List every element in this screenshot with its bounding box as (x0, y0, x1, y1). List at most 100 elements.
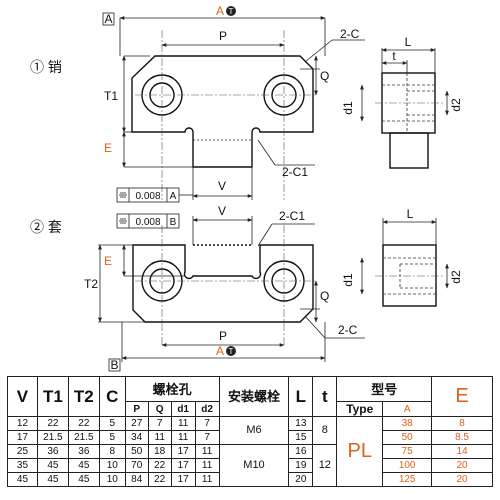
view1-label: ① 销 (30, 59, 62, 75)
view2-label: ② 套 (30, 219, 62, 235)
tol2-value: 0.008 (135, 217, 160, 228)
dim-e-label-1: E (104, 141, 112, 155)
dim-e-label-2: E (104, 254, 112, 268)
cell-l: 20 (288, 472, 314, 487)
dim-q-label-2: Q (320, 289, 329, 303)
cell-p: 34 (124, 430, 149, 445)
cell-c: 10 (98, 458, 126, 473)
cell-t1: 21.5 (36, 430, 69, 445)
cell-v: 17 (7, 430, 38, 445)
cell-t: 12 (312, 444, 338, 487)
cell-mount-bolt: M10 (218, 444, 290, 487)
cell-q: 11 (147, 430, 172, 445)
table-row: 25 36 36 8 50 18 17 11 M10 16 12 75 14 (7, 444, 493, 487)
tol1-ref: A (170, 191, 177, 202)
dim-l-label-2: L (407, 207, 414, 221)
dim-l-label-1: L (405, 35, 412, 49)
chamfer-c-label-1: 2-C (340, 27, 360, 41)
bushing-side-view (375, 244, 445, 307)
cell-e: 8 (431, 416, 493, 431)
cell-v: 25 (7, 444, 38, 459)
cell-d1: 17 (170, 444, 196, 459)
dim-d2-label-2: d2 (449, 270, 463, 284)
dim-a-marker: T (229, 7, 234, 16)
cell-d1: 17 (170, 458, 196, 473)
cell-l: 19 (288, 458, 314, 473)
cell-q: 22 (147, 458, 172, 473)
header-v: V (7, 376, 38, 417)
header-mount-bolt: 安装螺栓 (218, 376, 290, 417)
tolerance-frame-2: 0.008 B (116, 213, 180, 229)
cell-v: 45 (7, 472, 38, 487)
dim-q-label-1: Q (320, 69, 329, 83)
cell-d2: 7 (194, 430, 220, 445)
dim-t2-label: T2 (84, 277, 98, 291)
cell-a: 50 (382, 430, 433, 445)
cell-e: 20 (431, 472, 493, 487)
cell-v: 12 (7, 416, 38, 431)
cell-d2: 11 (194, 458, 220, 473)
cell-a: 38 (382, 416, 433, 431)
cell-p: 50 (124, 444, 149, 459)
bushing-front-view (132, 225, 315, 345)
cell-l: 15 (288, 430, 314, 445)
header-type: Type (336, 401, 384, 417)
table-header-row-2: P Q d1 d2 Type A (8, 401, 493, 417)
cell-v: 35 (7, 458, 38, 473)
cell-c: 5 (98, 430, 126, 445)
cell-e: 14 (431, 444, 493, 459)
cell-t2: 45 (67, 472, 100, 487)
cell-d2: 7 (194, 416, 220, 431)
dim-a-marker-badge (226, 6, 236, 16)
header-q: Q (147, 401, 172, 417)
cell-a: 125 (382, 472, 433, 487)
dim-v-label-1: V (218, 179, 226, 193)
cell-t1: 36 (36, 444, 69, 459)
table-row: 45 45 45 10 84 22 17 11 20 125 20 (7, 472, 493, 487)
header-e: E (431, 376, 493, 417)
dim-a-marker-2: T (229, 347, 234, 356)
pin-side-view (375, 72, 445, 169)
dim-p-label-2: P (219, 329, 227, 343)
technical-drawing: A A T P 2-C Q T1 E V 2-C1 0.008 A ① 销 (30, 4, 463, 372)
cell-t2: 21.5 (67, 430, 100, 445)
header-d1: d1 (170, 401, 196, 417)
dim-d1-label-1: d1 (341, 101, 355, 115)
cell-a: 100 (382, 458, 433, 473)
spec-table: V T1 T2 C 螺栓孔 安装螺栓 L t 型号 E P Q d1 d2 Ty… (7, 376, 493, 487)
chamfer-c1-label-2: 2-C1 (279, 209, 305, 223)
cell-t: 8 (312, 416, 338, 445)
cell-c: 5 (98, 416, 126, 431)
cell-t2: 22 (67, 416, 100, 431)
cell-d1: 11 (170, 416, 196, 431)
chamfer-c1-label-1: 2-C1 (282, 165, 308, 179)
tolerance-frame-1: 0.008 A (116, 187, 193, 203)
cell-d2: 11 (194, 472, 220, 487)
cell-d1: 17 (170, 472, 196, 487)
table-header-row-1: V T1 T2 C 螺栓孔 安装螺栓 L t 型号 E (7, 376, 493, 417)
cell-q: 18 (147, 444, 172, 459)
table-row: 12 22 22 5 27 7 11 7 M6 13 8 PL 38 8 (7, 416, 493, 487)
cell-t2: 36 (67, 444, 100, 459)
header-l: L (288, 376, 314, 417)
dim-d1-label-2: d1 (341, 273, 355, 287)
tol1-value: 0.008 (135, 191, 160, 202)
cell-q: 22 (147, 472, 172, 487)
cell-l: 13 (288, 416, 314, 431)
cell-p: 70 (124, 458, 149, 473)
header-d2: d2 (194, 401, 220, 417)
header-t1: T1 (36, 376, 69, 417)
dim-d2-label-1: d2 (449, 98, 463, 112)
cell-t1: 45 (36, 472, 69, 487)
cell-q: 7 (147, 416, 172, 431)
cell-l: 16 (288, 444, 314, 459)
header-c: C (98, 376, 126, 417)
cell-c: 10 (98, 472, 126, 487)
dim-t-label: t (392, 49, 396, 63)
cell-p: 27 (124, 416, 149, 431)
tol2-ref: B (170, 217, 177, 228)
cell-mount-bolt: M6 (218, 416, 290, 445)
header-t2: T2 (67, 376, 100, 417)
table-row: 35 45 45 10 70 22 17 11 19 100 20 (7, 458, 493, 473)
header-model: 型号 (336, 376, 433, 402)
